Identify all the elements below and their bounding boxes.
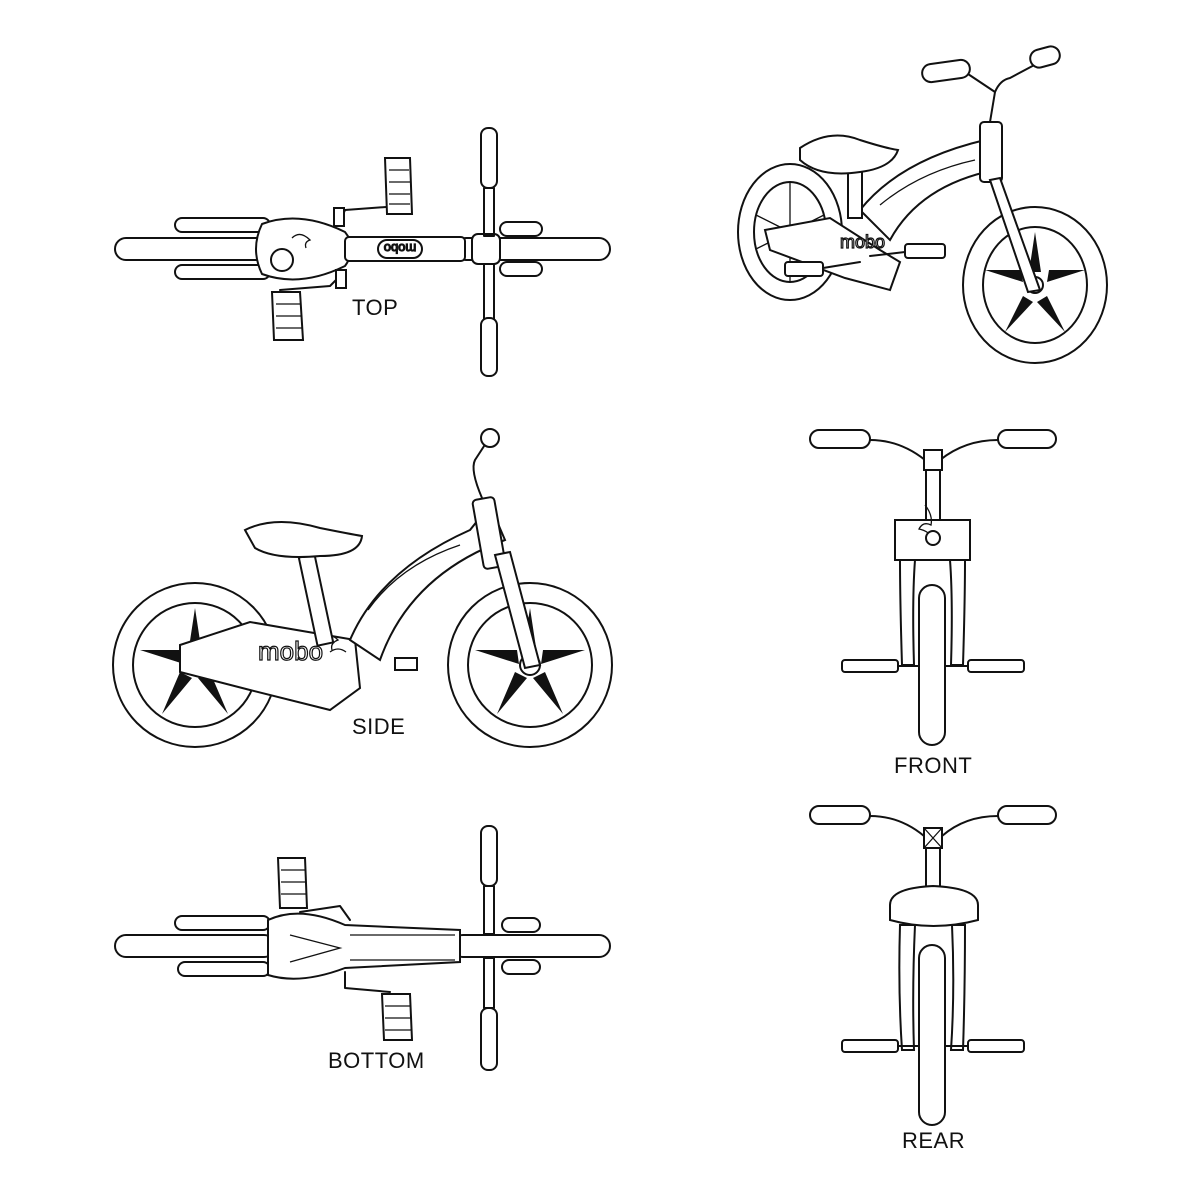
front-pedal-right	[967, 659, 1025, 673]
persp-stem	[989, 61, 1041, 123]
persp-pedal-right	[904, 243, 946, 259]
front-view-drawing	[809, 429, 1057, 746]
rear-stay-left	[898, 924, 917, 1051]
bottom-pedal-upper	[276, 857, 309, 909]
side-view-drawing: mobo	[112, 428, 613, 748]
bottom-front-wheel	[451, 934, 611, 958]
top-footrest-bracket-lower	[335, 269, 347, 289]
side-stem	[472, 439, 489, 499]
perspective-view-drawing: mobo	[737, 45, 1108, 364]
bottom-frame	[267, 912, 461, 980]
side-handlebar-end	[480, 428, 500, 448]
persp-pedal-left	[784, 261, 824, 277]
bottom-rear-wheel	[114, 934, 276, 958]
bottom-pedal-lower	[380, 993, 414, 1041]
side-seat	[243, 520, 364, 558]
front-wheel	[918, 584, 946, 746]
top-logo-badge	[377, 239, 423, 259]
bottom-rear-stay-upper	[174, 915, 271, 931]
top-headset	[471, 233, 501, 265]
top-view-drawing: mobo	[114, 127, 611, 377]
rear-view-drawing	[809, 805, 1057, 1126]
bottom-front-fork-upper	[501, 917, 541, 933]
bottom-footrest-arm-upper	[299, 905, 351, 921]
top-front-fork-upper	[499, 221, 543, 237]
top-grip-upper	[480, 127, 498, 189]
front-grip-right	[997, 429, 1057, 449]
side-rear-plate	[179, 620, 362, 712]
persp-grip-right	[1029, 45, 1061, 69]
top-grip-lower	[480, 317, 498, 377]
front-view-label: FRONT	[894, 753, 973, 778]
side-view-label: SIDE	[352, 714, 406, 739]
persp-side-plate	[763, 216, 902, 292]
side-rear-spokes	[140, 608, 250, 714]
top-view-label: TOP	[352, 295, 399, 320]
top-handlebar-lower	[483, 263, 495, 321]
bottom-view-drawing	[114, 825, 611, 1071]
rear-stay-right	[949, 924, 967, 1051]
front-fork-leg-left	[898, 559, 917, 666]
top-handlebar-upper	[483, 187, 495, 237]
persp-logo-text: mobo	[840, 232, 885, 252]
top-footrest-bracket-upper	[333, 207, 345, 227]
bottom-grip-upper	[480, 825, 498, 887]
persp-grip-left	[921, 58, 971, 84]
rear-pedal-left	[841, 1039, 899, 1053]
top-rear-wheel	[114, 237, 276, 261]
top-front-fork-lower	[499, 261, 543, 277]
side-logo-text: mobo	[258, 636, 323, 666]
side-head-tube	[471, 496, 507, 570]
bottom-handlebar-upper	[483, 885, 495, 935]
front-fork-leg-right	[948, 559, 967, 666]
top-rear-stay-lower	[174, 264, 271, 280]
front-stem	[925, 469, 941, 526]
front-pedal-left	[841, 659, 899, 673]
rear-grip-right	[997, 805, 1057, 825]
rear-wheel	[918, 944, 946, 1126]
bottom-front-fork-lower	[501, 959, 541, 975]
side-footrest	[394, 657, 418, 671]
persp-seat-post	[847, 167, 863, 219]
front-grip-left	[809, 429, 871, 449]
bottom-rear-stay-lower	[177, 961, 271, 977]
top-flame-mark	[291, 233, 312, 249]
side-front-fork	[493, 550, 542, 670]
persp-front-spokes	[985, 232, 1085, 332]
top-pedal-upper	[383, 157, 414, 215]
bottom-grip-lower	[480, 1007, 498, 1071]
persp-front-fork	[988, 176, 1042, 294]
bottom-view-label: BOTTOM	[328, 1048, 425, 1073]
top-rear-stay-upper	[174, 217, 271, 233]
rear-view-label: REAR	[902, 1128, 966, 1153]
persp-seat	[799, 134, 900, 175]
front-stem-clamp	[923, 449, 943, 471]
persp-head-tube	[979, 121, 1003, 183]
bottom-footrest-arm-lower	[344, 971, 391, 993]
top-seat-emblem	[270, 248, 294, 272]
bottom-handlebar-lower	[483, 957, 495, 1009]
top-logo-text: mobo	[384, 241, 417, 256]
rear-grip-left	[809, 805, 871, 825]
rear-pedal-right	[967, 1039, 1025, 1053]
rear-seat	[889, 884, 979, 927]
